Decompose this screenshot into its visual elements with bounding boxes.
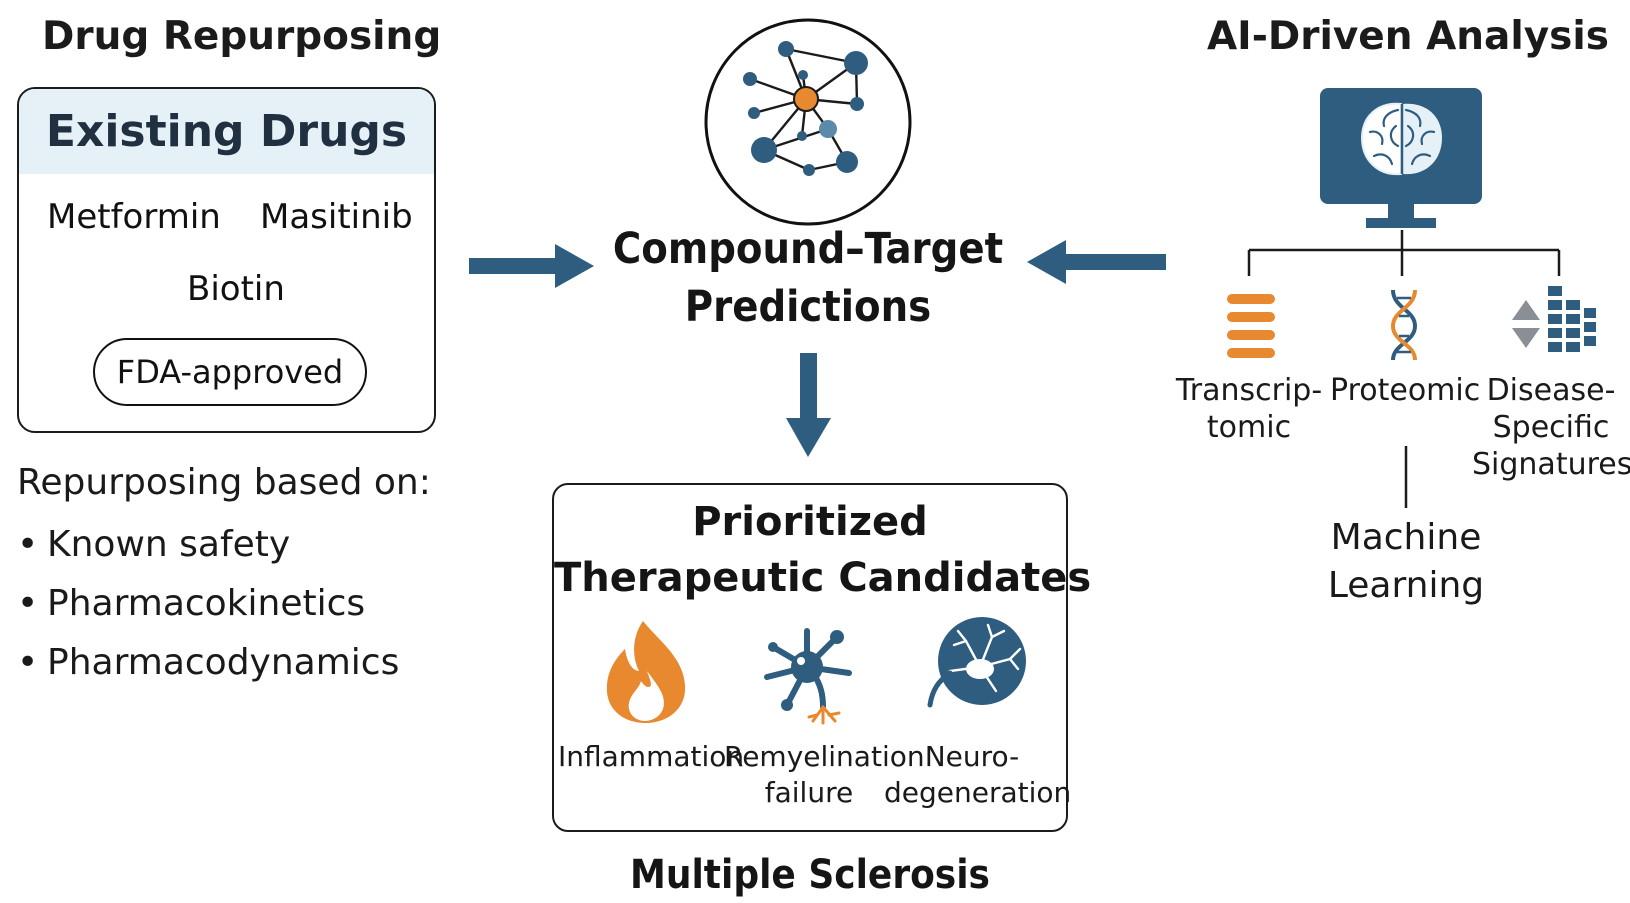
arrow-down-icon [786,353,831,457]
signature-grid-icon [1512,286,1596,352]
basis-item: •Pharmacokinetics [17,583,366,624]
ai-analysis-title: AI-Driven Analysis [1207,14,1609,59]
node-icon [743,72,757,86]
candidate-remyelination-label-2: failure [764,776,854,809]
candidate-remyelination-label: Remyelination [724,740,925,773]
compound-target-label: Compound–Target [612,224,1004,274]
transcriptomic-label-2: tomic [1206,410,1292,445]
candidate-neurodegeneration-label-2: degeneration [884,776,1072,809]
node-icon [836,151,858,173]
transcriptomic-label: Transcrip- [1175,373,1323,408]
drug-biotin: Biotin [187,269,285,309]
node-icon [748,107,760,119]
compound-network-icon [704,18,912,226]
disease-signatures-label: Disease- [1486,373,1616,408]
stacked-bars-icon [1227,294,1275,358]
candidate-inflammation-label: Inflammation [558,740,745,773]
fda-approved-badge: FDA-approved [93,338,367,406]
dna-icon [1390,289,1418,361]
basis-item: •Known safety [17,524,291,565]
disease-signatures-label-3: Signatures [1472,447,1630,482]
drug-masitinib: Masitinib [260,197,413,237]
existing-drugs-title: Existing Drugs [19,89,434,174]
flame-icon [606,621,686,723]
candidates-box: Prioritized Therapeutic Candidates [552,483,1092,832]
disease-signatures-label-2: Specific [1492,410,1610,445]
basis-item: •Pharmacodynamics [17,642,400,683]
node-icon [797,131,807,141]
node-icon [819,120,837,138]
central-node-icon [793,86,819,112]
node-icon [850,97,864,111]
disease-label: Multiple Sclerosis [630,852,990,898]
computer-brain-icon [1320,88,1482,228]
node-icon [803,164,815,176]
candidates-title-line2: Therapeutic Candidates [554,555,1092,601]
damaged-neuron-icon [927,617,1026,708]
arrow-right-icon [469,244,594,288]
machine-learning-label-2: Learning [1327,565,1485,606]
existing-drugs-box: Existing Drugs Metformin Masitinib Bioti… [17,87,436,433]
neuron-icon [764,628,852,725]
candidates-title-line1: Prioritized [692,499,928,545]
repurposing-basis-heading: Repurposing based on: [17,462,431,503]
candidate-neurodegeneration-label: Neuro- [924,740,1020,773]
drug-metformin: Metformin [47,197,221,237]
drug-repurposing-title: Drug Repurposing [42,14,442,59]
proteomic-label: Proteomic [1330,373,1481,408]
node-icon [798,70,808,80]
node-icon [751,137,777,163]
predictions-label: Predictions [684,282,932,332]
arrow-left-icon [1027,240,1166,284]
node-icon [778,41,794,57]
machine-learning-label: Machine [1330,517,1482,558]
brain-icon [1360,102,1442,176]
node-icon [844,51,868,75]
